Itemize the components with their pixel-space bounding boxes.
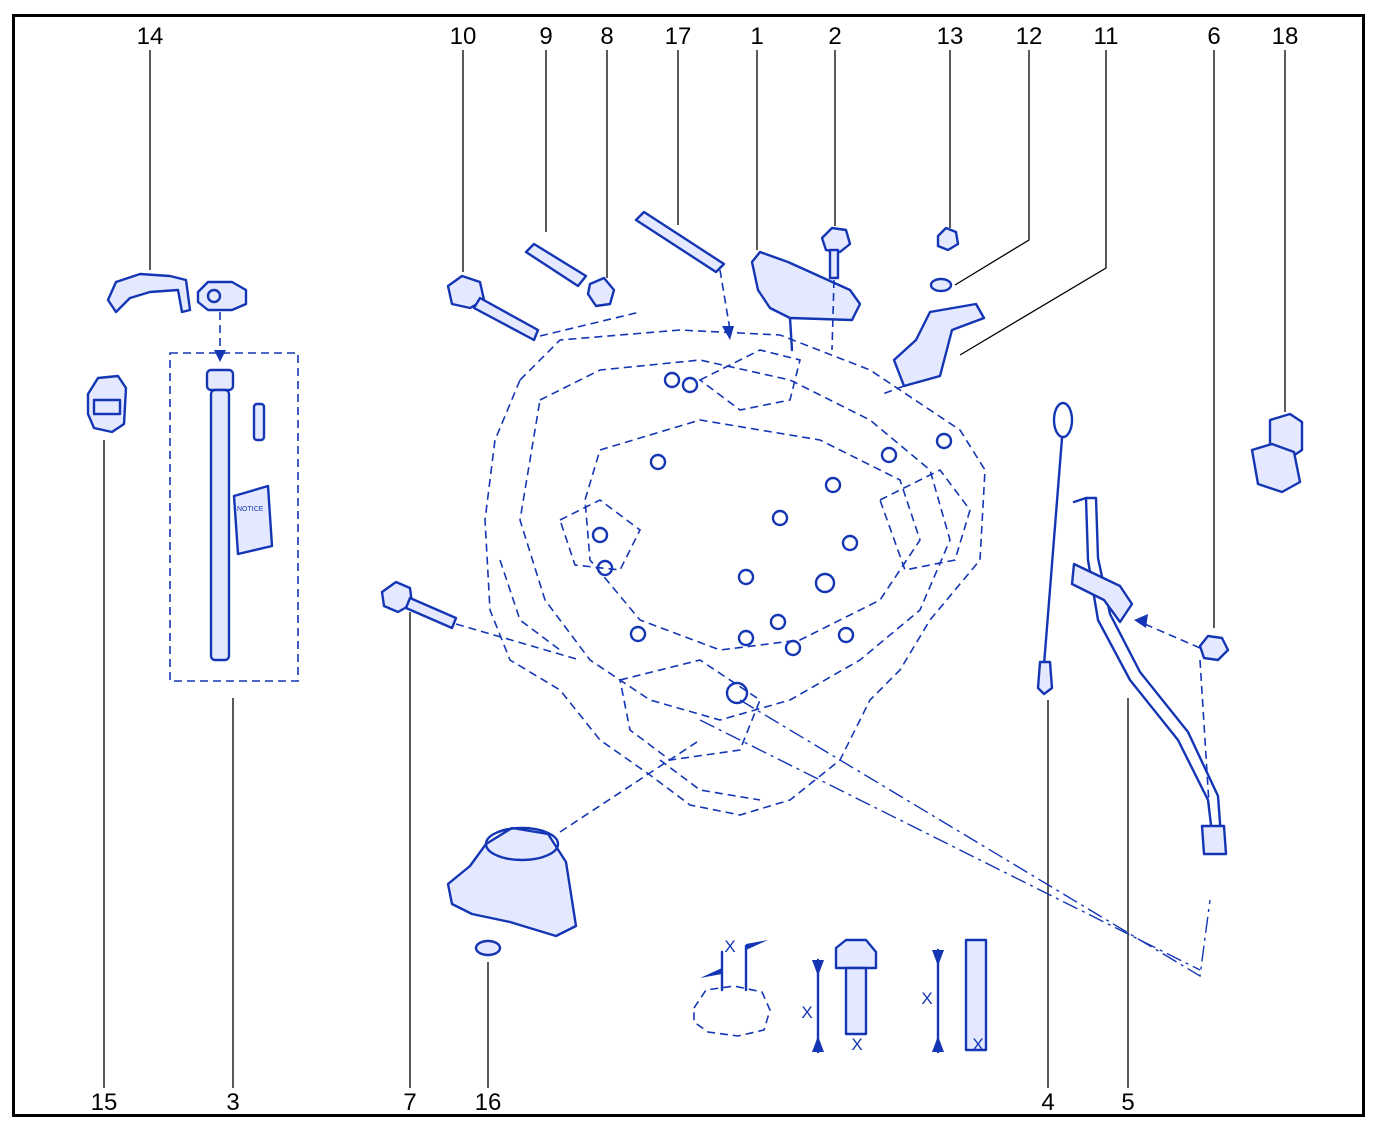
part-14-clip-sensor bbox=[196, 280, 248, 362]
callout-12: 12 bbox=[1016, 23, 1043, 50]
diagram-frame bbox=[12, 14, 1365, 1117]
callout-1: 1 bbox=[750, 23, 763, 50]
callout-numbers: 14 10 9 8 17 1 2 13 12 11 6 18 15 3 7 16… bbox=[91, 23, 1299, 1116]
part-3-kit: NOTICE bbox=[169, 352, 299, 682]
part-10-bolt bbox=[446, 274, 641, 342]
callout-8: 8 bbox=[600, 23, 613, 50]
callout-17: 17 bbox=[665, 23, 692, 50]
part-12-washer bbox=[929, 277, 953, 293]
part-8-nut bbox=[586, 276, 616, 308]
callout-7: 7 bbox=[403, 1089, 416, 1116]
part-17-stud bbox=[634, 210, 734, 340]
dimension-letter-2: X bbox=[801, 1003, 812, 1022]
dimension-stud-figure: X X bbox=[921, 938, 988, 1054]
leader-lines bbox=[103, 50, 1286, 1088]
callout-11: 11 bbox=[1094, 23, 1119, 50]
callout-9: 9 bbox=[539, 23, 552, 50]
dash-dot-guide-lines bbox=[699, 659, 1211, 978]
dimension-letter-3: X bbox=[851, 1035, 862, 1054]
callout-15: 15 bbox=[91, 1089, 118, 1116]
part-6-bolt bbox=[1134, 614, 1230, 662]
dimension-nut-figure: X bbox=[693, 937, 771, 1037]
callout-3: 3 bbox=[226, 1089, 239, 1116]
part-11-bracket bbox=[879, 302, 986, 396]
dimension-bolt-figure: X X bbox=[801, 938, 878, 1054]
dimension-letter-4: X bbox=[921, 989, 932, 1008]
callout-2: 2 bbox=[828, 23, 841, 50]
callout-14: 14 bbox=[137, 23, 164, 50]
callout-4: 4 bbox=[1041, 1089, 1054, 1116]
part-15-clip bbox=[86, 374, 128, 434]
part-2-bolt bbox=[820, 226, 852, 351]
part-5-filler-tube bbox=[1070, 496, 1228, 856]
dimension-letter-1: X bbox=[724, 937, 735, 956]
part-14-bracket bbox=[106, 272, 192, 314]
part-18-sensor bbox=[1250, 412, 1304, 494]
part-7-bolt bbox=[380, 580, 581, 661]
callout-16: 16 bbox=[475, 1089, 502, 1116]
callout-10: 10 bbox=[450, 23, 477, 50]
transmission-housing bbox=[484, 329, 986, 816]
notice-label: NOTICE bbox=[237, 506, 264, 513]
callout-6: 6 bbox=[1207, 23, 1220, 50]
dimension-letter-5: X bbox=[972, 1035, 983, 1054]
part-9-stud bbox=[524, 242, 588, 288]
part-16-actuator bbox=[446, 739, 701, 957]
part-4-dipstick bbox=[1036, 401, 1074, 696]
part-1-bracket bbox=[750, 250, 862, 352]
callout-18: 18 bbox=[1272, 23, 1299, 50]
part-13-nut bbox=[936, 226, 960, 252]
callout-13: 13 bbox=[937, 23, 964, 50]
callout-5: 5 bbox=[1121, 1089, 1134, 1116]
